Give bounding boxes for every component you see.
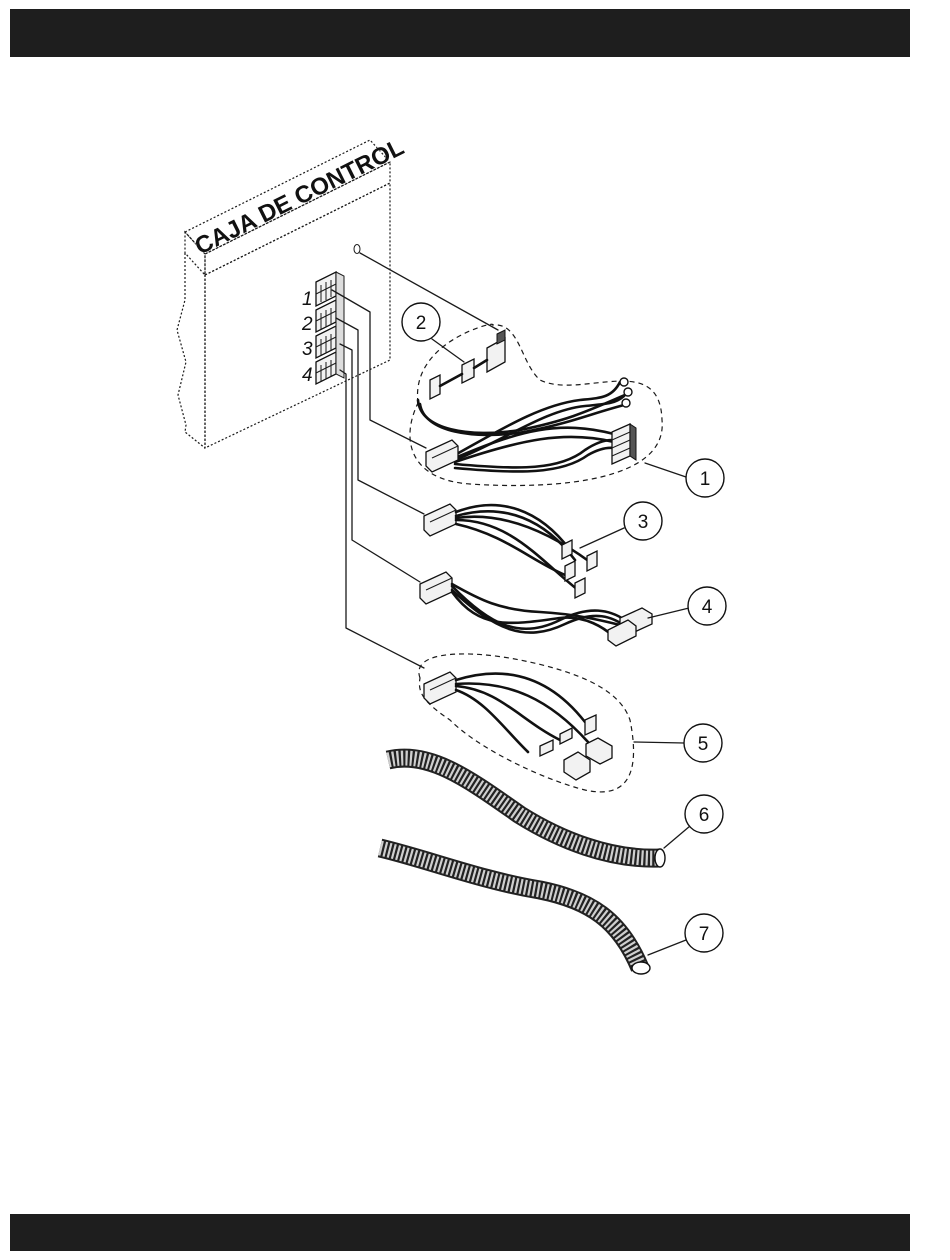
- port-label-1: 1: [302, 289, 313, 310]
- callout-1: 1: [700, 469, 711, 490]
- control-box-title: CAJA DE CONTROL: [191, 134, 409, 261]
- port-label-3: 3: [302, 339, 313, 360]
- callout-6: 6: [699, 805, 710, 826]
- harness-4: [420, 572, 652, 646]
- fuse-holder: [430, 330, 505, 399]
- callout-2: 2: [416, 313, 427, 334]
- footer-bar: [10, 1214, 910, 1251]
- callout-4: 4: [702, 597, 713, 618]
- callouts: 1 2 3 4 5 6 7: [402, 303, 726, 955]
- port-label-4: 4: [302, 365, 313, 386]
- ground-screw-hole: [354, 245, 360, 254]
- harness-1: [410, 324, 662, 485]
- conduit-6: [388, 758, 665, 867]
- port-block: 1 2 3 4: [301, 272, 344, 386]
- callout-7: 7: [699, 924, 710, 945]
- port-label-2: 2: [301, 314, 313, 335]
- callout-5: 5: [698, 734, 709, 755]
- conduit-7: [380, 848, 650, 974]
- control-box: CAJA DE CONTROL: [177, 134, 408, 448]
- callout-3: 3: [638, 512, 649, 533]
